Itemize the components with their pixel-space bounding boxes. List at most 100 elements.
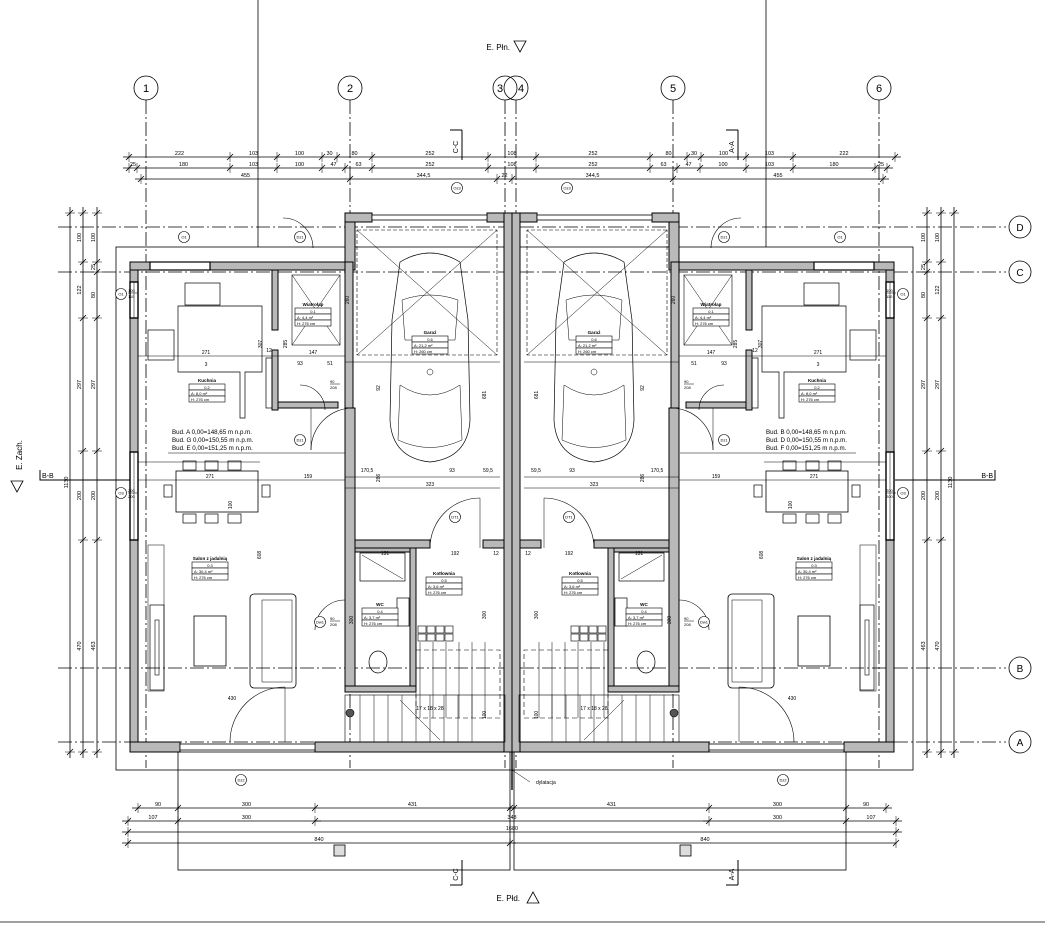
section-cc-top: C-C — [453, 141, 460, 153]
interior-dim-garage_260: 260 — [345, 296, 351, 305]
room-height: H: 276 cm — [798, 575, 817, 580]
right-dim-col2-value: 463 — [921, 641, 927, 650]
top-dim-row2-value: 25 — [130, 162, 136, 168]
room-name: Kotłownia — [569, 571, 591, 576]
dylatacja-label: dylatacja — [536, 780, 556, 786]
room-height: H: 276 cm — [801, 397, 820, 402]
door-size2-left-bottom: 208 — [330, 622, 337, 627]
right-dim-col2-value: 25 — [921, 264, 927, 270]
interior-dim-garage_286: 286 — [376, 474, 382, 483]
room-number: 0.1 — [708, 309, 714, 314]
south-arrow-icon — [526, 891, 540, 904]
door-size-right-bottom: 208 — [684, 385, 691, 390]
interior-dim-dining_271: 271 — [810, 474, 819, 480]
door-size-right-top: 90 — [684, 379, 689, 384]
top-dim-row2-value: 180 — [179, 162, 188, 168]
room-height: H: 276 cm — [194, 575, 213, 580]
wall — [129, 317, 139, 453]
room-area: A: 4,4 m² — [297, 315, 314, 320]
top-dim-row2-value: 100 — [718, 162, 727, 168]
wall — [513, 741, 710, 753]
room-height: H: 276 cm — [428, 590, 447, 595]
drain-right — [679, 844, 692, 857]
top-dim-row2-value: 47 — [330, 162, 336, 168]
room-area: A: 30,4 m² — [194, 569, 213, 574]
room-height: H: 260 cm — [578, 349, 597, 354]
room-tag-left-3: WC0.4A: 3,7 m²H: 276 cm — [361, 602, 399, 627]
elevation-note-left: Bud. E 0,00=151,25 m n.p.m. — [172, 445, 253, 452]
interior-dim-garage_260: 260 — [671, 296, 677, 305]
wall — [670, 261, 680, 409]
wall — [503, 212, 513, 753]
tag-left-6-label: DT1 — [451, 515, 459, 520]
stairs-note-right: 17 x 18 x 28 — [580, 706, 607, 712]
wall — [607, 547, 615, 691]
interior-dim-terrace_430: 430 — [228, 696, 237, 702]
top-dim-row2-value: 47 — [685, 162, 691, 168]
axis-bubble-6 — [866, 75, 892, 101]
top-dim-row2-value: 103 — [765, 162, 774, 168]
tag-right-8 — [718, 434, 730, 446]
room-name: Salon z jadalnią — [797, 556, 832, 561]
bottom-dim-center: 348 — [507, 815, 516, 821]
right-dim-col1-value: 470 — [935, 641, 941, 650]
tag-right-2-label: O3 — [900, 491, 906, 496]
left-dim-col1-value: 470 — [77, 641, 83, 650]
section-bb-right: B-B — [981, 473, 993, 480]
left-dim-col1-value: 200 — [77, 491, 83, 500]
right-dim-col2-value: 100 — [921, 233, 927, 242]
axis-bubble-1 — [133, 75, 159, 101]
coffee-table — [193, 615, 227, 667]
tag-left-4-label: Dz2 — [237, 778, 245, 783]
axis-label-h3: A — [1017, 738, 1024, 749]
tag-left-3 — [451, 182, 463, 194]
wall — [885, 539, 895, 753]
interior-dim-garage_92: 92 — [640, 385, 646, 391]
wall — [482, 539, 505, 549]
wall — [271, 349, 279, 411]
top-dim-row2-value: 252 — [425, 162, 434, 168]
bottom-dim-row2-left-value: 300 — [242, 815, 251, 821]
wall — [344, 261, 354, 409]
tag-right-2 — [897, 487, 909, 499]
elevation-note-left: Bud. G 0,00=150,55 m n.p.m. — [172, 437, 254, 444]
kitchen-counter — [761, 305, 847, 419]
tag-left-8 — [294, 434, 306, 446]
door-size2-right-bottom: 208 — [684, 622, 691, 627]
north-arrow-icon — [513, 40, 527, 53]
top-dim-row2-value: 108 — [507, 162, 516, 168]
top-dim-row2-value: 180 — [829, 162, 838, 168]
left-dim-col0-value: 1130 — [64, 477, 70, 489]
chair — [805, 513, 820, 524]
interior-dim-kitchen_small: 3 — [817, 362, 820, 368]
room-height: H: 260 cm — [414, 349, 433, 354]
axis-bubble-h0 — [1008, 215, 1032, 239]
interior-dim-kitchen_height: 307 — [758, 340, 764, 349]
axis-bubble-5 — [660, 75, 686, 101]
left-unit-geometry — [129, 212, 513, 753]
dining-table — [765, 470, 849, 513]
interior-dim-hall_100: 100 — [482, 711, 488, 720]
top-dim-row2-value: 252 — [588, 162, 597, 168]
left-dim-col2-value: 80 — [91, 292, 97, 298]
right-dim-col0-value: 1130 — [948, 477, 954, 489]
top-dim-row1-value: 222 — [839, 151, 848, 157]
window-size2-left-bottom: 200 — [128, 494, 135, 499]
interior-dim-hall_100: 100 — [534, 711, 540, 720]
chair — [204, 460, 219, 471]
chair — [827, 460, 842, 471]
chair — [204, 513, 219, 524]
interior-dim-garage_c: 59,5 — [483, 468, 493, 474]
tag-right-1-label: O1 — [900, 292, 906, 297]
top-dim-row2-value: 63 — [355, 162, 361, 168]
room-area: A: 21,2 m² — [414, 343, 433, 348]
window — [149, 261, 211, 271]
chair — [805, 460, 820, 471]
room-name: WC — [376, 602, 384, 607]
